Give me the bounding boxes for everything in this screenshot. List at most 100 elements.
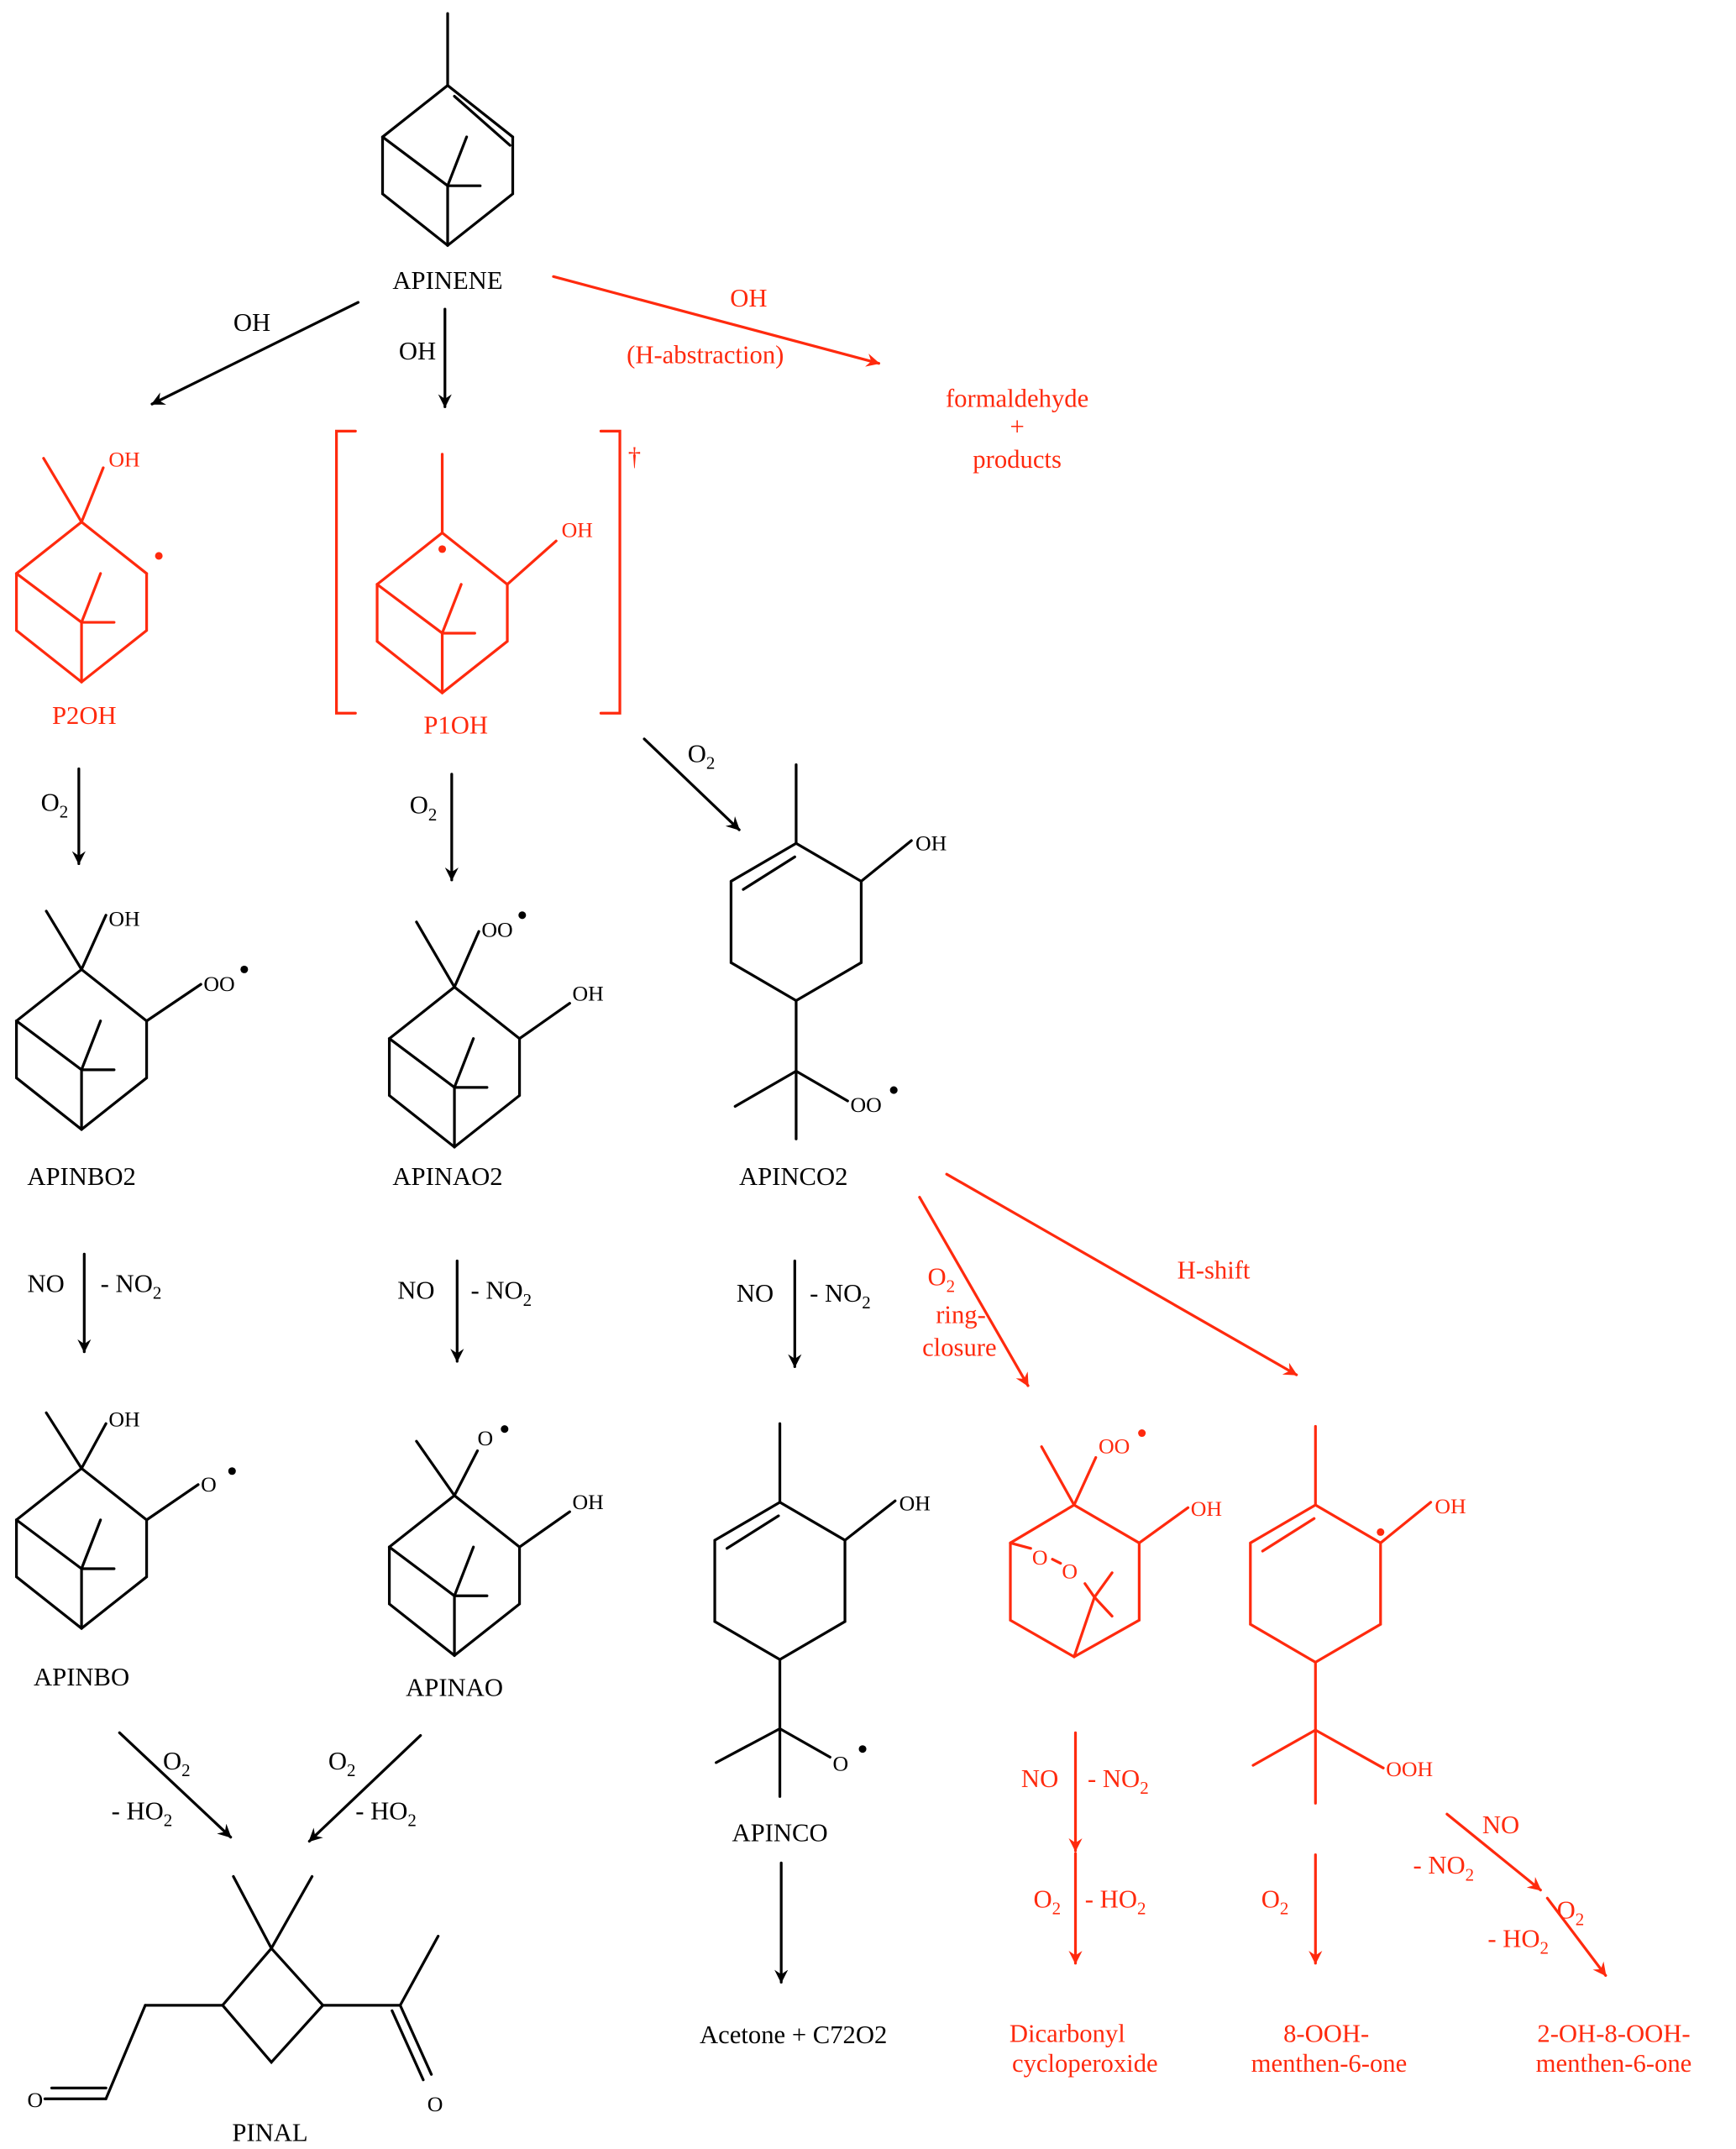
oh-bond [80, 1422, 108, 1470]
reagent-no2-oh-ooh-subscript: 2 [1466, 1864, 1474, 1884]
arrow-apinene-to-p2oh [150, 301, 360, 406]
reagent-o2-apinao2-base: O [410, 791, 428, 820]
pinal-ketone-o: O [427, 2092, 443, 2116]
apinbo2-structure [14, 909, 249, 1131]
hshift-radical-dot [1377, 1528, 1385, 1536]
apinao-o-group: O [478, 1426, 494, 1450]
bond [1249, 1503, 1382, 1664]
ooh-menthenone-line2: menthen-6-one [1251, 2049, 1408, 2078]
apinco-o-group: O [833, 1752, 849, 1776]
double-bond [453, 95, 511, 147]
right-bracket [599, 429, 621, 715]
peroxide-bond [1083, 1582, 1096, 1599]
double-bond [1261, 1517, 1316, 1553]
reagent-ho2-oh-ooh-base: - HO [1487, 1924, 1539, 1952]
oh-bond [1379, 1501, 1433, 1544]
methyl [1251, 1728, 1317, 1767]
reagent-no2-apinao-base: - NO [470, 1276, 522, 1305]
gem-methyl [453, 1037, 475, 1089]
formaldehyde-products: products [973, 445, 1062, 474]
reagent-o2-ring-base: O [928, 1263, 947, 1292]
peroxide-bond [1051, 1558, 1062, 1565]
p1oh-structure [375, 453, 558, 695]
apinbo2-oh-group: OH [108, 907, 139, 931]
oh-bond [506, 539, 558, 586]
reagent-oh-p2oh: OH [233, 308, 270, 337]
oh-ooh-menthenone-line1: 2-OH-8-OOH- [1537, 2019, 1690, 2047]
oh-bond [1137, 1506, 1190, 1544]
apinco-label: APINCO [732, 1819, 827, 1848]
pinal-label: PINAL [232, 2118, 307, 2146]
apinco-oh-group: OH [899, 1491, 931, 1516]
apinco2-radical-dot [889, 1086, 898, 1094]
reagent-no2-apinbo-subscript: 2 [153, 1283, 161, 1303]
gem-methyl [446, 135, 469, 187]
p1oh-oh-group: OH [562, 517, 593, 542]
cycloperoxide-radical-dot [1138, 1429, 1146, 1438]
bond [387, 1037, 456, 1089]
reagent-ho2-pinal-right-base: - HO [355, 1797, 407, 1826]
gem-methyl [1093, 1596, 1114, 1618]
apinao-oh-group: OH [573, 1490, 604, 1514]
double-bond [725, 1514, 780, 1550]
peroxide-o1: O [1032, 1545, 1048, 1570]
reagent-no2-apinbo: - NO2 [101, 1270, 162, 1303]
reagent-ho2-pinal-left-base: - HO [112, 1797, 164, 1826]
reagent-no2-apinbo-base: - NO [101, 1270, 153, 1298]
reagent-o2-cycloperoxide-subscript: 2 [1052, 1899, 1061, 1919]
dicarbonyl-label-line2: cycloperoxide [1012, 2049, 1158, 2078]
apinbo-radical-dot [228, 1467, 236, 1475]
oh-bond [80, 914, 108, 971]
apinao-structure [387, 1425, 571, 1658]
bond [375, 583, 444, 635]
methyl [398, 1934, 440, 2007]
reagent-o2-apinco2-subscript: 2 [706, 752, 715, 773]
reagent-o2-apinbo2-base: O [41, 788, 60, 816]
methyl [270, 1874, 314, 1950]
reagent-o2-pinal-left: O2 [163, 1747, 191, 1780]
reagent-o2-cycloperoxide: O2 [1033, 1885, 1061, 1919]
carbonyl [398, 2004, 433, 2076]
reagent-no2-cycloperoxide-base: - NO [1088, 1764, 1140, 1793]
acetone-c72o2-label: Acetone + C72O2 [700, 2021, 887, 2049]
apinbo2-label: APINBO2 [27, 1162, 135, 1191]
apinene-label: APINENE [392, 266, 502, 295]
reagent-ho2-cycloperoxide: - HO2 [1085, 1885, 1146, 1919]
o-bond [778, 1727, 831, 1759]
gem-methyl [440, 583, 463, 635]
reagent-no2-apinco-subscript: 2 [862, 1292, 870, 1313]
reagent-ho2-oh-ooh-subscript: 2 [1539, 1938, 1548, 1958]
oh-bond [843, 1499, 897, 1542]
arrow-ring-closure [918, 1195, 1030, 1387]
arrow-p1oh-to-apinco2 [642, 737, 741, 831]
oh-bond [80, 466, 105, 524]
methyl [45, 909, 83, 971]
oo-bond [144, 983, 202, 1023]
arrows-layer [71, 275, 1608, 1984]
cycloperoxide-structure [1009, 1429, 1190, 1659]
reagent-o2-apinao2-subscript: 2 [428, 805, 437, 825]
reagent-o2-pinal-left-base: O [163, 1747, 181, 1775]
methyl [1040, 1445, 1076, 1507]
p2oh-structure [14, 457, 163, 684]
apinco2-oh-group: OH [915, 831, 947, 855]
oh-ooh-menthenone-line2: menthen-6-one [1536, 2049, 1692, 2078]
hshift-ooh-group: OOH [1386, 1757, 1433, 1781]
apinao2-oo-group: OO [481, 918, 512, 942]
oh-bond [517, 1002, 571, 1040]
methyl [415, 920, 456, 988]
reagent-o2-ring: O2 [928, 1263, 956, 1297]
methyl [232, 1874, 273, 1950]
structures-layer [14, 12, 1433, 2100]
reagent-no2-cycloperoxide-subscript: 2 [1140, 1778, 1148, 1798]
p1oh-bracket [334, 429, 621, 715]
reagent-o2-apinco2-base: O [688, 739, 706, 768]
arrow-hshift-o2-final [1545, 1896, 1608, 1977]
cycloperoxide-oh-group: OH [1191, 1496, 1222, 1521]
carbonyl [391, 2009, 425, 2082]
reagent-oh-habs: OH [730, 284, 767, 312]
reagent-no-cycloperoxide: NO [1021, 1764, 1058, 1793]
reagent-o2-oh-ooh-subscript: 2 [1576, 1910, 1584, 1930]
arrow-h-abstraction [552, 275, 881, 367]
arrow-h-shift [945, 1172, 1298, 1376]
